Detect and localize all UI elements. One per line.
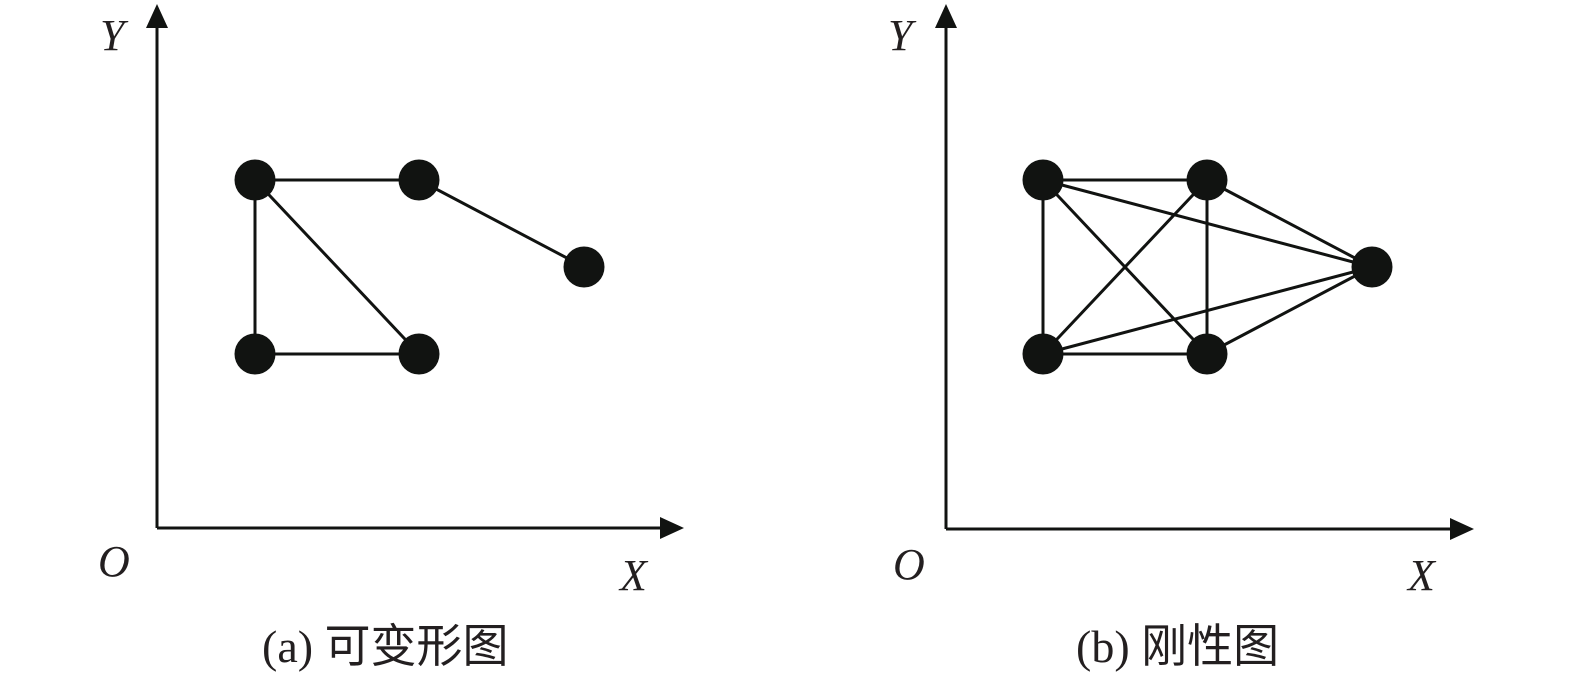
graph-edge <box>418 178 585 269</box>
graph-edge <box>253 178 421 356</box>
graph-node <box>234 333 276 375</box>
graph-node <box>563 246 605 288</box>
y-axis-arrow-icon <box>146 4 168 28</box>
panel-b-axes: Y X O <box>888 4 1474 600</box>
graph-edge <box>1206 265 1373 356</box>
panel-b-caption: (b) 刚性图 <box>1076 621 1279 672</box>
graph-node <box>1186 159 1228 201</box>
graph-node <box>234 159 276 201</box>
y-axis-label: Y <box>888 11 917 60</box>
x-axis-label: X <box>1406 551 1437 600</box>
graph-node <box>1022 333 1064 375</box>
graph-node <box>398 159 440 201</box>
graph-edge <box>1041 178 1209 356</box>
x-axis-arrow-icon <box>1450 518 1474 540</box>
y-axis-arrow-icon <box>935 4 957 28</box>
panel-a: Y X O (a) 可变形图 <box>98 4 684 672</box>
graph-node <box>1022 159 1064 201</box>
graph-node <box>1351 246 1393 288</box>
panel-b: Y X O (b) 刚性图 <box>888 4 1474 672</box>
panel-a-edges <box>253 178 585 356</box>
graph-node <box>1186 333 1228 375</box>
panel-a-axes: Y X O <box>98 4 684 600</box>
panel-a-caption: (a) 可变形图 <box>262 621 509 672</box>
panel-b-nodes <box>1022 159 1393 375</box>
graph-node <box>398 333 440 375</box>
y-axis-label: Y <box>100 11 129 60</box>
panel-a-nodes <box>234 159 605 375</box>
origin-label: O <box>893 540 925 589</box>
panel-b-edges <box>1041 178 1373 356</box>
origin-label: O <box>98 537 130 586</box>
graph-edge <box>1206 178 1373 269</box>
graph-edge <box>1042 265 1373 356</box>
x-axis-label: X <box>618 551 649 600</box>
x-axis-arrow-icon <box>660 517 684 539</box>
